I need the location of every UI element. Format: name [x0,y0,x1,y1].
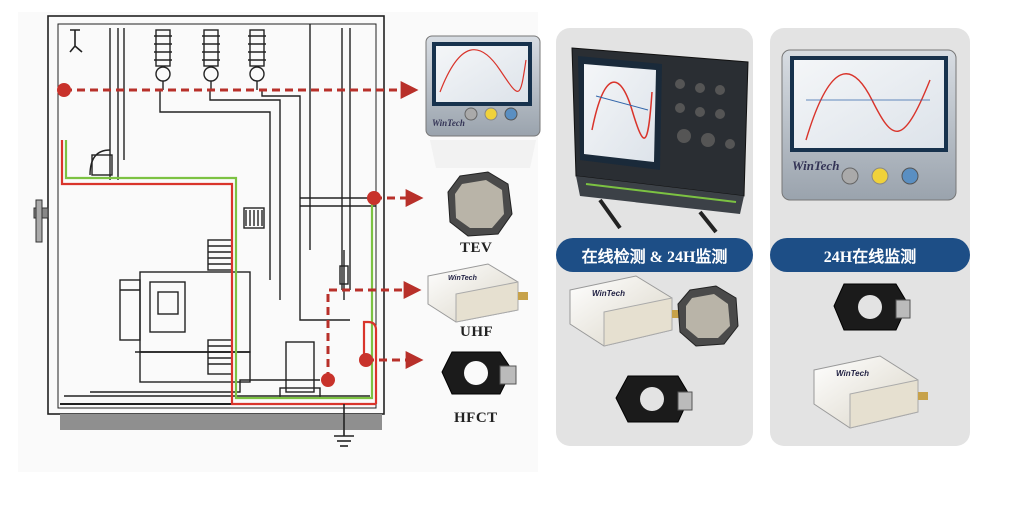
internal-structure [64,24,376,399]
svg-text:WinTech: WinTech [836,369,869,378]
tev-label: TEV [460,240,493,256]
tev-sensor-icon-panel [677,285,739,347]
hfct-sensor-icon-right [833,283,911,331]
svg-text:WinTech: WinTech [448,275,477,282]
measurement-points [57,83,381,387]
svg-text:WinTech: WinTech [792,158,839,173]
monitor-icon-large: WinTech [781,49,957,201]
hfct-sensor-icon [441,351,517,395]
arrester [339,250,349,300]
monitor-icon-small: WinTech [425,35,541,168]
current-transformer-low [207,339,233,375]
svg-text:WinTech: WinTech [592,289,625,298]
current-transformer-upper [243,207,265,229]
uhf-sensor-icon-panel: WinTech [569,275,682,347]
oscilloscope-icon [571,47,749,234]
current-transformer-mid [207,239,233,271]
tev-sensor-icon [447,171,513,237]
cabinet-base [60,414,382,430]
ground-wires [60,140,378,406]
insulator-icon-1 [154,29,172,90]
hfct-sensor-icon-panel [615,375,693,423]
arrows [64,81,424,380]
insulator-icon-2 [202,29,220,90]
bushings [154,29,349,375]
insulator-icon-3 [248,29,266,90]
uhf-sensor-icon: WinTech [427,263,528,323]
arrow-to-uhf [326,281,422,380]
uhf-label: UHF [460,324,494,340]
door-handle [33,199,49,243]
panel-title-24h: 24H在线监测 [770,238,970,272]
uhf-sensor-icon-right: WinTech [813,355,928,429]
monitor-brand: WinTech [432,118,465,128]
grounding-icon [334,404,354,447]
panel-title-online-24h: 在线检测 & 24H监测 [556,238,753,272]
switchgear-cabinet [47,15,385,415]
hfct-label: HFCT [454,410,498,426]
